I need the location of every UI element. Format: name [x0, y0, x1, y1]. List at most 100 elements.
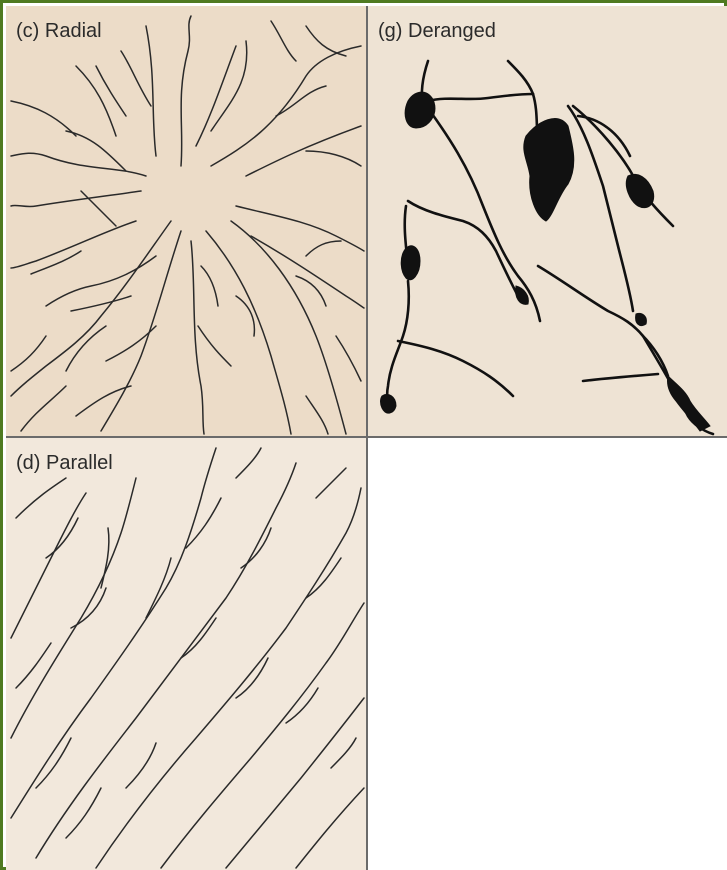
stream: [30, 250, 82, 275]
stream: [195, 45, 237, 147]
stream: [270, 20, 297, 62]
deranged-lakes: [380, 91, 711, 432]
lake: [523, 118, 575, 222]
stream: [200, 265, 219, 307]
stream: [45, 255, 157, 307]
stream: [65, 130, 127, 172]
stream: [315, 467, 347, 499]
stream: [235, 447, 262, 479]
stream: [100, 527, 110, 589]
stream: [235, 205, 365, 252]
deranged-panel-label: (g) Deranged: [378, 20, 496, 42]
stream: [245, 125, 362, 177]
empty-quadrant: [368, 438, 727, 870]
parallel-panel-label: (d) Parallel: [16, 452, 113, 474]
parallel-streams: [10, 447, 365, 869]
stream: [230, 220, 347, 435]
radial-panel-label: (c) Radial: [16, 20, 102, 42]
stream: [197, 325, 232, 367]
stream: [240, 527, 272, 569]
stream: [70, 295, 132, 312]
stream: [385, 279, 411, 413]
deranged-drainage-diagram: [380, 59, 715, 436]
stream: [180, 617, 217, 659]
stream: [250, 235, 365, 309]
stream: [10, 447, 217, 819]
stream: [105, 325, 157, 362]
stream: [330, 737, 357, 769]
stream: [100, 230, 182, 432]
stream: [225, 697, 365, 869]
stream: [285, 687, 319, 724]
parallel-drainage-panel: (d) Parallel: [6, 438, 368, 870]
stream: [15, 477, 67, 519]
lake: [667, 374, 711, 432]
stream: [406, 199, 520, 298]
stream: [35, 737, 72, 789]
stream: [10, 335, 47, 372]
stream: [45, 517, 79, 559]
stream: [210, 40, 248, 132]
stream: [120, 50, 152, 107]
stream: [160, 602, 365, 869]
stream: [145, 557, 172, 619]
stream: [75, 385, 132, 417]
lake: [400, 245, 421, 281]
stream: [581, 372, 660, 383]
stream: [305, 557, 342, 599]
radial-streams: [10, 15, 365, 435]
stream: [396, 339, 515, 398]
stream: [15, 642, 52, 689]
stream: [536, 264, 670, 378]
radial-drainage-panel: (c) Radial: [6, 6, 368, 438]
stream: [75, 65, 117, 137]
stream: [65, 325, 107, 372]
stream: [10, 152, 147, 177]
stream: [335, 335, 362, 382]
stream: [305, 25, 347, 57]
stream: [210, 45, 362, 167]
stream: [185, 497, 222, 549]
stream: [576, 114, 632, 158]
stream: [145, 25, 157, 157]
stream: [125, 742, 157, 789]
stream: [295, 787, 365, 869]
stream: [65, 787, 102, 839]
stream: [10, 492, 87, 639]
stream: [20, 385, 67, 432]
stream: [10, 220, 137, 269]
deranged-drainage-panel: (g) Deranged: [368, 6, 727, 438]
stream: [10, 220, 172, 397]
stream: [506, 59, 535, 96]
lake: [515, 285, 529, 305]
lake: [635, 313, 647, 327]
deranged-streams: [385, 59, 715, 436]
stream: [428, 109, 542, 323]
lake: [380, 393, 397, 414]
stream: [235, 657, 269, 699]
stream: [295, 275, 327, 307]
stream: [95, 487, 362, 869]
stream: [95, 65, 127, 117]
stream: [80, 190, 117, 227]
stream: [566, 104, 635, 313]
stream: [305, 395, 329, 435]
parallel-drainage-diagram: [10, 447, 365, 869]
lake: [404, 91, 436, 129]
stream: [190, 240, 205, 435]
lake: [625, 173, 655, 209]
stream: [305, 240, 342, 257]
radial-drainage-diagram: [10, 15, 365, 435]
stream: [305, 150, 362, 167]
stream: [235, 295, 256, 337]
stream: [571, 104, 675, 228]
stream: [10, 100, 77, 137]
stream: [275, 85, 327, 117]
stream: [426, 92, 535, 103]
stream: [35, 462, 297, 859]
stream: [180, 15, 192, 167]
stream: [205, 230, 292, 435]
stream: [10, 477, 137, 739]
stream: [70, 587, 107, 629]
